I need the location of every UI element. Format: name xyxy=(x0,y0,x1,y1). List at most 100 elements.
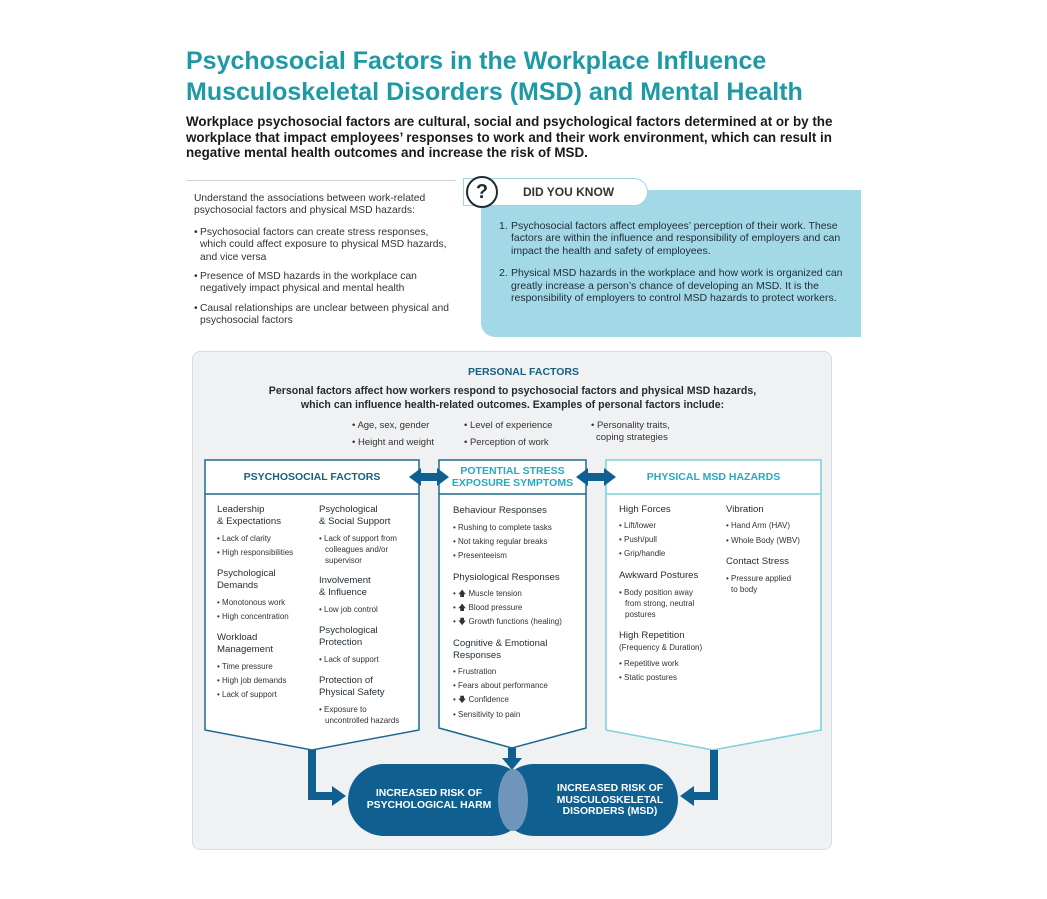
symptom-heading: Behaviour Responses xyxy=(453,505,547,516)
hazard-item: • Hand Arm (HAV) xyxy=(726,521,790,530)
page-title: Psychosocial Factors in the Workplace In… xyxy=(186,46,866,108)
heading-line: Protection of xyxy=(319,675,373,686)
double-arrow-left xyxy=(409,468,449,486)
association-item: Psychosocial factors can create stress r… xyxy=(194,227,456,264)
personal-factors-description: Personal factors affect how workers resp… xyxy=(240,385,785,412)
symptom-item: • Not taking regular breaks xyxy=(453,537,548,546)
title-line-1: Psychosocial Factors in the Workplace In… xyxy=(186,47,767,75)
heading-line: Demands xyxy=(217,579,259,591)
associations-section: Understand the associations between work… xyxy=(186,180,456,335)
heading-line: Responses xyxy=(453,649,501,661)
double-arrow-right xyxy=(576,468,616,486)
associations-list: Psychosocial factors can create stress r… xyxy=(194,227,456,328)
heading-line: Psychological xyxy=(319,625,378,636)
hazard-subheading: (Frequency & Duration) xyxy=(619,643,703,652)
association-item: Presence of MSD hazards in the workplace… xyxy=(194,271,456,296)
heading-line: & Expectations xyxy=(217,515,281,527)
did-you-know-box: 1.Psychosocial factors affect employees’… xyxy=(481,190,861,337)
item-number: 1. xyxy=(499,220,508,232)
item-text: Blood pressure xyxy=(468,603,523,612)
hazard-item: • Whole Body (WBV) xyxy=(726,536,800,545)
factor-item: supervisor xyxy=(325,556,362,565)
factor-item: uncontrolled hazards xyxy=(325,716,400,725)
item-text: Confidence xyxy=(468,695,509,704)
symptom-item: • 🡇 Confidence xyxy=(453,695,509,704)
personal-factor-item: • Age, sex, gender xyxy=(352,420,430,431)
symptom-item: • 🡇 Growth functions (healing) xyxy=(453,617,562,626)
factor-item: • Monotonous work xyxy=(217,598,286,607)
arrow-physical-to-outcome xyxy=(680,750,718,806)
heading-line: Cognitive & Emotional xyxy=(453,638,548,649)
arrow-down-icon: 🡇 xyxy=(458,695,467,704)
heading-line: Management xyxy=(217,643,273,655)
hazard-item: • Grip/handle xyxy=(619,549,666,558)
psychosocial-factors-title: PSYCHOSOCIAL FACTORS xyxy=(243,471,381,483)
item-text: Physical MSD hazards in the workplace an… xyxy=(511,267,843,305)
factor-item: • High concentration xyxy=(217,612,289,621)
item-text: Growth functions (healing) xyxy=(468,617,562,626)
personal-factors-title: PERSONAL FACTORS xyxy=(467,366,580,378)
hazard-heading: Contact Stress xyxy=(726,556,789,567)
psychosocial-box xyxy=(204,459,420,751)
item-text: Muscle tension xyxy=(468,589,522,598)
item-number: 2. xyxy=(499,267,508,280)
factor-item: • Time pressure xyxy=(217,662,273,671)
hazard-item: • Repetitive work xyxy=(619,659,679,668)
item-text: Psychosocial factors affect employees’ p… xyxy=(511,220,841,257)
arrow-psychosocial-to-outcome xyxy=(308,750,346,806)
factor-heading: Leadership& Expectations xyxy=(217,504,281,527)
stress-box xyxy=(438,459,587,749)
hazard-item: • Pressure applied xyxy=(726,574,792,583)
symptom-item: • 🡅 Muscle tension xyxy=(453,589,522,598)
heading-line: Workload xyxy=(217,632,258,643)
factor-item: • Low job control xyxy=(319,605,378,614)
label-line: DISORDERS (MSD) xyxy=(562,806,658,818)
symptom-item: • Frustration xyxy=(453,667,497,676)
physical-box xyxy=(605,459,822,751)
heading-line: & Influence xyxy=(319,586,368,598)
question-mark-icon: ? xyxy=(466,176,498,208)
symptom-item: • Presenteeism xyxy=(453,551,507,560)
arrow-up-icon: 🡅 xyxy=(458,603,467,612)
heading-line: Psychological xyxy=(217,568,276,579)
label-line: MUSCULOSKELETAL xyxy=(556,794,664,806)
psychological-harm-label: INCREASED RISK OF PSYCHOLOGICAL HARM xyxy=(356,788,502,811)
hazard-item: • Body position away xyxy=(619,588,693,597)
msd-oval xyxy=(498,764,678,836)
heading-line: & Social Support xyxy=(319,515,391,527)
factor-heading: Involvement& Influence xyxy=(319,575,371,598)
hazard-heading: High Forces xyxy=(619,504,671,515)
arrow-down-icon: 🡇 xyxy=(458,617,467,626)
hazard-heading: High Repetition xyxy=(619,630,685,641)
hazard-item: to body xyxy=(731,585,758,594)
factor-item: • Lack of support xyxy=(217,690,277,699)
symptom-item: • Sensitivity to pain xyxy=(453,710,521,719)
symptom-item: • 🡅 Blood pressure xyxy=(453,603,523,612)
factor-item: • Exposure to xyxy=(319,705,367,714)
hazard-item: • Lift/lower xyxy=(619,521,657,530)
personal-factor-item: • Personality traits, xyxy=(591,420,670,431)
personal-factor-item: • Level of experience xyxy=(464,420,553,431)
label-line: INCREASED RISK OF xyxy=(556,783,664,794)
hazard-heading: Vibration xyxy=(726,504,764,515)
label-line: INCREASED RISK OF xyxy=(375,788,483,799)
personal-factor-item: coping strategies xyxy=(596,432,668,443)
personal-factor-item: • Perception of work xyxy=(464,437,549,448)
symptom-heading: Physiological Responses xyxy=(453,572,560,583)
associations-intro: Understand the associations between work… xyxy=(194,193,426,217)
factor-item: • High job demands xyxy=(217,676,287,685)
title-line: EXPOSURE SYMPTOMS xyxy=(451,476,574,489)
title-line: POTENTIAL STRESS xyxy=(460,465,565,477)
hazard-item: postures xyxy=(625,610,656,619)
factor-item: • Lack of support from xyxy=(319,534,397,543)
did-you-know-label: DID YOU KNOW xyxy=(523,185,615,199)
heading-line: Psychological xyxy=(319,504,378,515)
msd-risk-label: INCREASED RISK OF MUSCULOSKELETAL DISORD… xyxy=(530,783,690,818)
did-you-know-item: 2.Physical MSD hazards in the workplace … xyxy=(499,267,843,304)
description-line: which can influence health-related outco… xyxy=(300,398,725,411)
symptom-item: • Fears about performance xyxy=(453,681,548,690)
hazard-item: • Push/pull xyxy=(619,535,657,544)
oval-overlap-lens xyxy=(498,769,528,831)
personal-factor-item: • Height and weight xyxy=(352,437,435,448)
